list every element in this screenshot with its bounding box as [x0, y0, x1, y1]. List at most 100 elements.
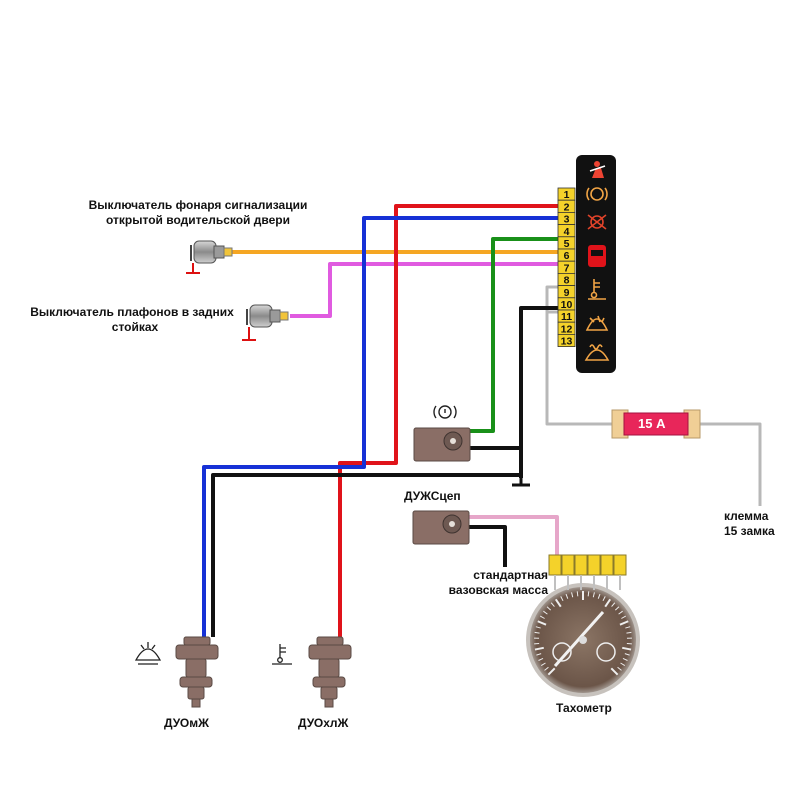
tacho-tick [550, 602, 555, 607]
tacho-tick [534, 646, 544, 651]
tacho-tick [576, 591, 579, 597]
tacho-tick [560, 596, 564, 602]
tacho-tick [554, 598, 562, 608]
wire-black-bus [211, 473, 521, 637]
door-switch-label-line1: Выключатель фонаря сигнализации [88, 198, 308, 212]
washer-symbol-icon [134, 642, 162, 665]
brake-warning-icon [433, 405, 457, 419]
seatbelt-warning-icon [589, 161, 606, 178]
tacho-tick [536, 653, 542, 656]
tacho-tick [625, 626, 631, 629]
wire-black-pin [519, 306, 558, 478]
tacho-connector-pin [613, 554, 627, 576]
coolant-symbol-icon [272, 644, 292, 665]
wire-lightpink [468, 515, 559, 556]
fuse-15a [611, 409, 701, 439]
connector-pin-label-12: 12 [561, 323, 573, 335]
tacho-tick [592, 592, 595, 598]
tacho-tick [610, 667, 619, 676]
tacho-tick [622, 646, 632, 651]
tacho-tick [571, 592, 574, 598]
tacho-tick [620, 662, 626, 667]
tacho-tick [543, 610, 548, 615]
tacho-tick [546, 606, 552, 611]
tacho-connector-pin [600, 554, 614, 576]
coolant-level-sensor [308, 636, 352, 708]
tacho-connector-pin [548, 554, 562, 576]
wire-red [338, 204, 558, 637]
connector-pin-label-1: 1 [564, 189, 570, 201]
wire-black-mass [463, 525, 507, 567]
washer-fluid-icon [585, 315, 609, 331]
tacho-connector-pin [587, 554, 601, 576]
connector-pin-label-4: 4 [564, 226, 570, 238]
tacho-tick [602, 596, 606, 602]
indicator-panel [576, 155, 616, 373]
tacho-tick [611, 602, 616, 607]
connector-pin-label-11: 11 [561, 311, 572, 323]
tacho-tick [587, 591, 590, 597]
duzh-label: ДУЖСцеп [404, 489, 461, 503]
terminal-label-line2: 15 замка [724, 524, 775, 538]
tacho-tick [626, 631, 632, 634]
tacho-connector-pin [561, 554, 575, 576]
tacho-tick [537, 620, 547, 626]
tacho-tick [604, 598, 612, 608]
rear-switch-label-line1: Выключатель плафонов в задних [30, 305, 234, 319]
tachometer [526, 554, 640, 697]
coolant-level-icon [588, 279, 606, 300]
mass-label-line1: стандартная [473, 568, 548, 582]
wire-gray-a [545, 285, 612, 426]
duomzh-label: ДУОмЖ [164, 716, 209, 730]
mass-label: стандартная вазовская масса [438, 568, 548, 598]
connector-pin-label-10: 10 [561, 299, 573, 311]
tacho-tick [614, 606, 620, 611]
tacho-tick [617, 666, 622, 671]
brake-fluid-sensor [413, 405, 471, 462]
door-switch [186, 240, 233, 274]
tacho-tick [618, 610, 623, 615]
wire-black-tail [512, 475, 530, 487]
duohlzh-label: ДУОхлЖ [298, 716, 349, 730]
rear-switch-label: Выключатель плафонов в задних стойках [24, 305, 240, 335]
lamp-failure-icon [586, 187, 608, 201]
parking-brake-icon [584, 344, 610, 361]
terminal-label-line1: клемма [724, 509, 769, 523]
tacho-tick [544, 666, 549, 671]
tacho-tick [565, 593, 569, 599]
duzh-sensor [412, 510, 470, 545]
tacho-tick [535, 626, 541, 629]
tacho-tick [547, 667, 556, 676]
fuse-label: 15 А [638, 416, 666, 431]
tacho-tick [540, 615, 545, 619]
connector-pin-label-7: 7 [564, 262, 570, 274]
tacho-tick [538, 657, 544, 661]
tacho-tick [619, 620, 629, 626]
connector-pin-label-5: 5 [564, 238, 570, 250]
connector-pin-label-13: 13 [561, 336, 573, 348]
rear-pillar-switch [242, 304, 289, 341]
tacho-tick [622, 657, 628, 661]
tacho-connector-pin [574, 554, 588, 576]
door-switch-label-line2: открытой водительской двери [106, 213, 290, 227]
wire-blue [202, 216, 558, 637]
connector-pin-13 [557, 333, 576, 347]
connector-pin-label-8: 8 [564, 275, 570, 287]
connector-pin-label-2: 2 [564, 201, 570, 213]
tacho-label: Тахометр [556, 701, 612, 715]
tacho-tick [624, 653, 630, 656]
door-switch-label: Выключатель фонаря сигнализации открытой… [60, 198, 336, 228]
wire-pink [290, 262, 558, 318]
terminal-label: клемма 15 замка [724, 509, 775, 539]
connector-pin-label-3: 3 [564, 214, 570, 226]
tacho-tick [621, 615, 626, 619]
rear-switch-label-line2: стойках [111, 320, 159, 334]
wire-gray-c [700, 422, 762, 506]
tacho-tick [540, 662, 546, 667]
wire-green [470, 237, 558, 433]
tacho-tick [534, 631, 540, 634]
brake-pad-icon [587, 214, 607, 230]
tacho-tick [597, 593, 601, 599]
